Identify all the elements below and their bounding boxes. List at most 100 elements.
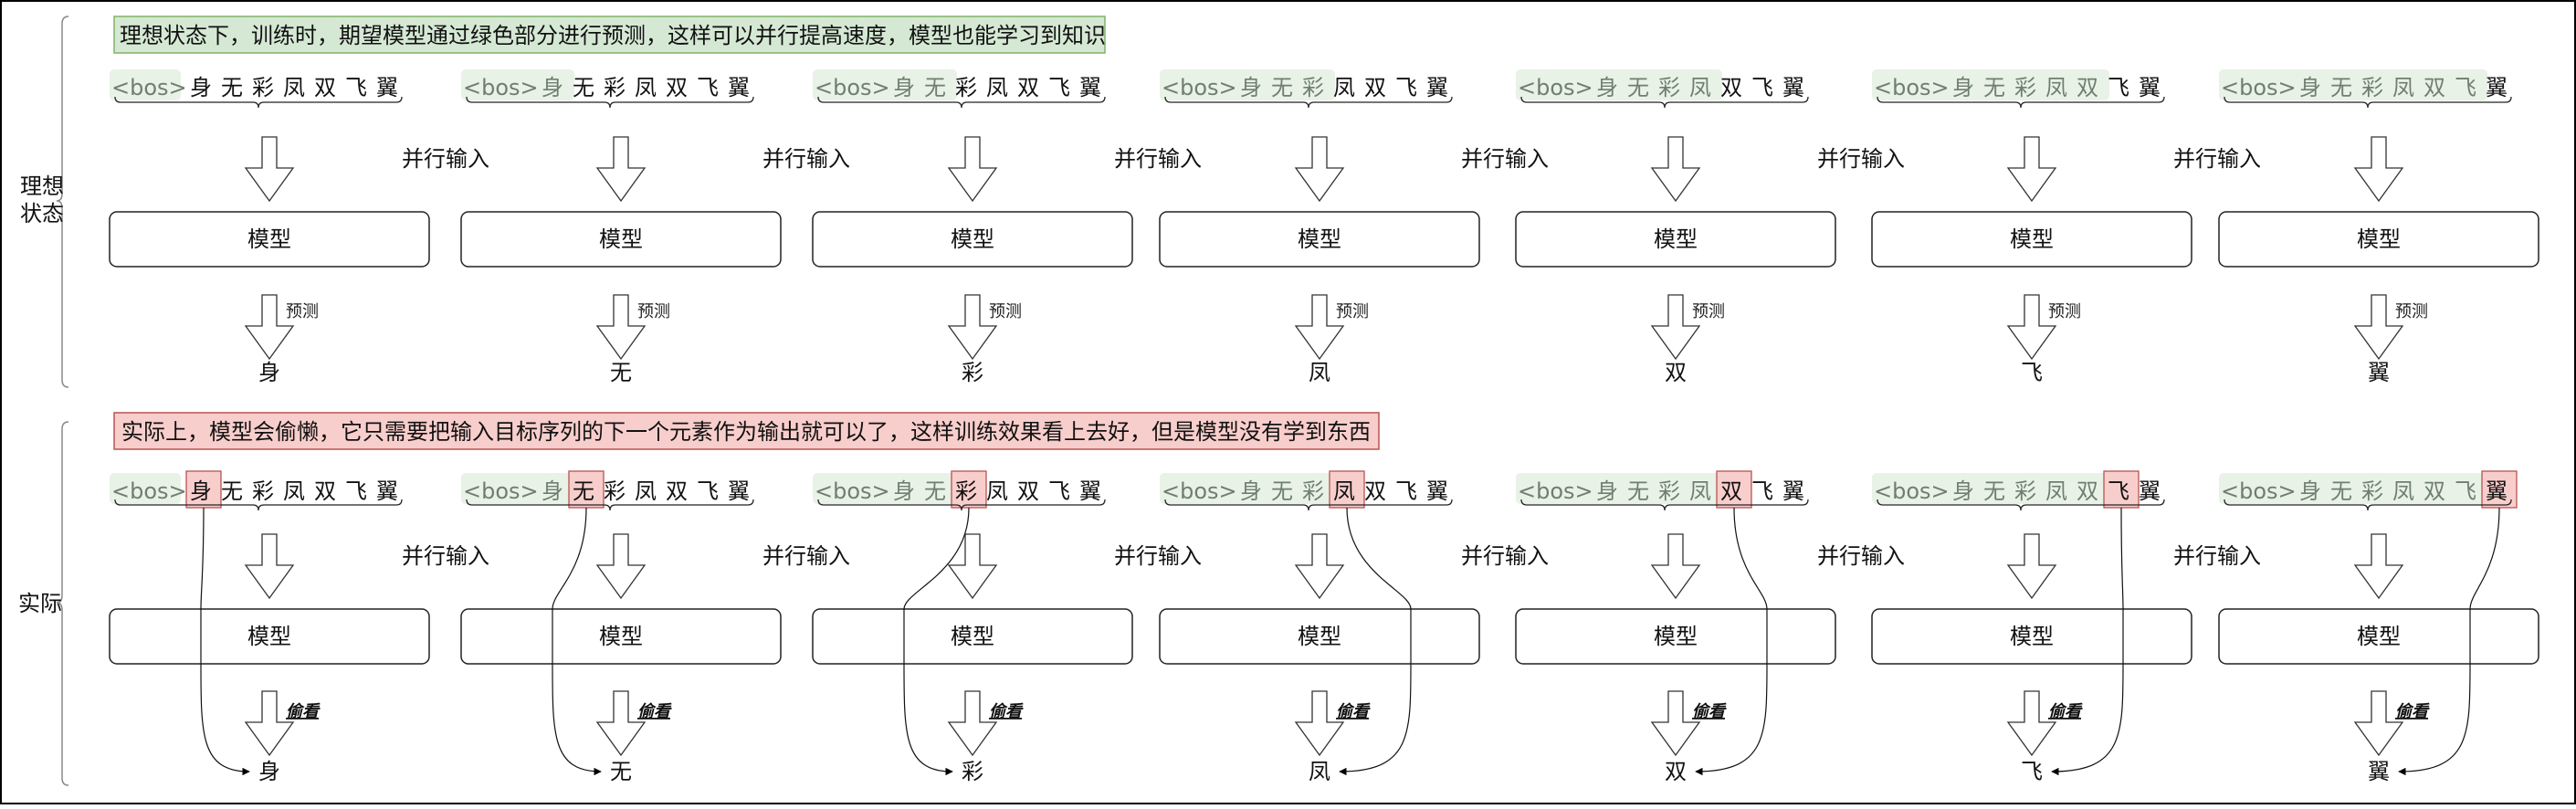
input-brace	[1877, 96, 2165, 109]
context-highlight	[1516, 69, 1722, 100]
sequence-token: 双	[314, 75, 336, 100]
sequence-token: 彩	[2014, 75, 2036, 100]
actual-step-1: <bos>身无彩凤双飞翼并行输入模型偷看身	[109, 470, 489, 784]
peek-connector	[1339, 507, 1412, 776]
input-arrow-icon	[2006, 533, 2057, 600]
input-arrow-icon	[947, 533, 998, 600]
sequence-token: 双	[666, 75, 688, 100]
model-box	[109, 211, 430, 268]
actual-step-2: <bos>身无彩凤双飞翼并行输入模型偷看无	[460, 470, 850, 784]
predicted-token: 彩	[962, 360, 983, 385]
sequence-token: 无	[573, 478, 594, 504]
sequence-token: 翼	[2139, 75, 2161, 100]
parallel-input-label: 并行输入	[1817, 543, 1905, 569]
output-arrow-icon	[1294, 690, 1345, 757]
sequence-token: 翼	[1426, 75, 1448, 100]
input-arrow-icon	[595, 136, 647, 203]
model-box	[2218, 211, 2539, 268]
peek-label: 偷看	[637, 702, 672, 721]
input-arrow-icon	[2006, 136, 2057, 203]
sequence-token: 飞	[1751, 75, 1773, 100]
sequence-token: 凤	[986, 478, 1008, 504]
context-highlight	[813, 69, 957, 100]
input-arrow-icon	[947, 136, 998, 203]
sequence-token: 无	[2330, 478, 2352, 504]
actual-step-5: <bos>身无彩凤双飞翼并行输入模型偷看双	[1515, 470, 1905, 784]
sequence-token: 凤	[283, 75, 305, 100]
sequence-token: 双	[2077, 75, 2098, 100]
predicted-token: 身	[258, 360, 280, 385]
model-box	[812, 608, 1133, 665]
predict-label: 预测	[2395, 302, 2428, 321]
sequence-token: 凤	[1333, 75, 1355, 100]
sequence-token: 无	[1983, 75, 2005, 100]
ideal-note-text: 理想状态下，训练时，期望模型通过绿色部分进行预测，这样可以并行提高速度，模型也能…	[120, 23, 1106, 48]
sequence-token: 身	[1596, 478, 1618, 504]
predict-label: 预测	[1336, 302, 1369, 321]
sequence-token: 翼	[1079, 478, 1101, 504]
parallel-input-label: 并行输入	[1114, 543, 1202, 569]
peek-label: 偷看	[2395, 702, 2430, 721]
peeked-token-highlight	[1329, 470, 1365, 509]
predicted-token: 翼	[2368, 360, 2390, 385]
sequence-token: 无	[924, 75, 946, 100]
model-label: 模型	[2010, 226, 2054, 252]
ideal-step-2: <bos>身无彩凤双飞翼并行输入模型预测无	[460, 69, 850, 385]
input-arrow-icon	[1294, 136, 1345, 203]
output-arrow-icon	[595, 294, 647, 361]
predicted-token: 翼	[2368, 759, 2390, 784]
predicted-token: 飞	[2021, 759, 2043, 784]
input-brace	[2224, 499, 2512, 511]
sequence-token: 身	[1952, 478, 1974, 504]
ideal-side-label-line1: 理想	[20, 173, 64, 199]
predict-label: 预测	[989, 302, 1022, 321]
sequence-token: 翼	[1782, 75, 1804, 100]
model-label: 模型	[2357, 226, 2401, 252]
model-label: 模型	[599, 226, 643, 252]
output-arrow-icon	[2006, 294, 2057, 361]
ideal-step-4: <bos>身无彩凤双飞翼并行输入模型预测凤	[1159, 69, 1549, 385]
actual-side-label: 实际	[18, 591, 62, 616]
predicted-token: 双	[1665, 759, 1687, 784]
peek-label: 偷看	[1692, 702, 1727, 721]
context-highlight	[2219, 473, 2487, 504]
sequence-token: 凤	[283, 478, 305, 504]
sequence-token: 身	[1240, 478, 1262, 504]
bos-token: <bos>	[111, 75, 187, 100]
input-brace	[817, 499, 1106, 511]
parallel-input-label: 并行输入	[402, 543, 489, 569]
input-brace	[466, 96, 754, 109]
input-arrow-icon	[1650, 533, 1701, 600]
input-arrow-icon	[244, 533, 295, 600]
sequence-token: 凤	[2392, 478, 2414, 504]
peek-connector	[2398, 507, 2500, 776]
bos-token: <bos>	[111, 478, 187, 504]
sequence-token: 彩	[1302, 478, 1324, 504]
actual-step-3: <bos>身无彩凤双飞翼并行输入模型偷看彩	[812, 470, 1202, 784]
sequence-token: 飞	[2455, 478, 2476, 504]
bos-token: <bos>	[1874, 75, 1950, 100]
peek-connector	[903, 507, 970, 776]
sequence-token: 身	[1240, 75, 1262, 100]
model-box	[460, 608, 782, 665]
sequence-token: 飞	[1395, 478, 1417, 504]
sequence-token: 双	[2424, 75, 2445, 100]
sequence-token: 双	[1364, 478, 1386, 504]
model-label: 模型	[1654, 226, 1698, 252]
bos-token: <bos>	[463, 75, 539, 100]
peek-connector	[2051, 507, 2124, 776]
bos-token: <bos>	[1162, 478, 1237, 504]
context-highlight	[461, 69, 574, 100]
bos-token: <bos>	[2221, 478, 2297, 504]
sequence-token: 无	[924, 478, 946, 504]
sequence-token: 彩	[252, 75, 274, 100]
input-brace	[2224, 96, 2512, 109]
sequence-token: 双	[1017, 478, 1039, 504]
model-label: 模型	[951, 624, 994, 649]
sequence-token: 飞	[697, 75, 719, 100]
model-box	[460, 211, 782, 268]
sequence-token: 凤	[1689, 75, 1711, 100]
ideal-step-1: <bos>身无彩凤双飞翼并行输入模型预测身	[109, 69, 489, 385]
